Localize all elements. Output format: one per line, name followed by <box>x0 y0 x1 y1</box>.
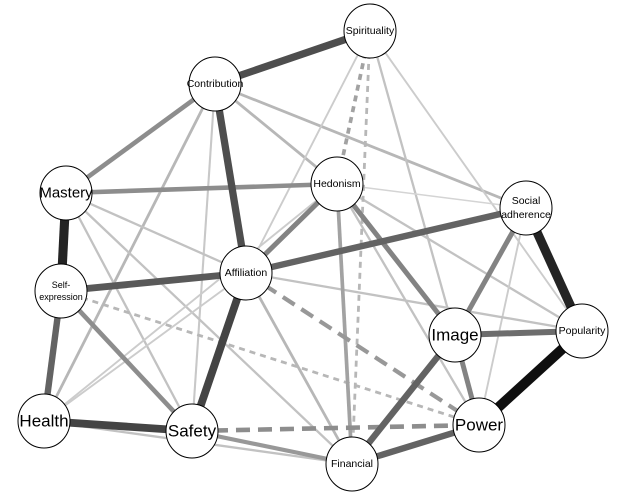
edge-hedonism-financial <box>335 183 354 465</box>
node-image[interactable]: Image <box>428 307 482 363</box>
node-circle <box>188 56 242 112</box>
edge-selfexp-affiliation <box>60 269 247 295</box>
edge-spirituality-contribution <box>213 27 372 88</box>
node-safety[interactable]: Safety <box>165 403 219 459</box>
edge-hedonism-social <box>336 183 527 209</box>
edge-contribution-safety <box>190 83 217 432</box>
edge-affiliation-popularity <box>245 271 583 333</box>
node-health[interactable]: Health <box>17 393 71 449</box>
edge-affiliation-power <box>244 271 481 427</box>
node-circle <box>428 307 482 363</box>
edge-contribution-social <box>214 82 527 210</box>
edge-safety-power <box>191 422 480 434</box>
edge-selfexp-power <box>60 289 480 427</box>
node-label: Hedonism <box>313 178 361 190</box>
edge-contribution-mastery <box>64 82 217 195</box>
node-affiliation[interactable]: Affiliation <box>219 245 273 301</box>
node-financial[interactable]: Financial <box>325 436 379 492</box>
node-label: Social <box>512 195 541 207</box>
node-circle <box>343 3 397 59</box>
node-circle <box>34 263 88 319</box>
node-circle <box>17 393 71 449</box>
node-circle <box>219 245 273 301</box>
edge-mastery-financial <box>65 192 353 465</box>
edge-health-affiliation <box>43 272 247 422</box>
node-label: Affiliation <box>225 267 268 279</box>
edge-hedonism-power <box>336 183 480 426</box>
node-popularity[interactable]: Popularity <box>555 303 609 359</box>
node-hedonism[interactable]: Hedonism <box>310 156 364 212</box>
node-circle <box>452 397 506 453</box>
edge-spirituality-image <box>368 30 457 336</box>
node-label: Safety <box>168 422 217 441</box>
node-label: Popularity <box>559 325 606 337</box>
edge-selfexp-safety <box>59 289 194 433</box>
node-contribution[interactable]: Contribution <box>187 56 244 112</box>
edge-safety-financial <box>191 428 353 467</box>
node-social[interactable]: Social adherence <box>499 180 553 236</box>
node-circle <box>165 403 219 459</box>
node-power[interactable]: Power <box>452 397 506 453</box>
edge-health-hedonism <box>43 183 338 422</box>
node-label: Contribution <box>187 78 244 90</box>
edge-contribution-affiliation <box>211 83 250 274</box>
edge-spirituality-popularity <box>369 30 583 332</box>
node-mastery[interactable]: Mastery <box>39 165 93 221</box>
node-circle <box>310 156 364 212</box>
edge-affiliation-financial <box>244 272 354 465</box>
node-label: expression <box>39 292 83 302</box>
edge-mastery-hedonism <box>65 181 338 196</box>
node-selfexp[interactable]: Self-expression <box>34 263 88 319</box>
node-circle <box>39 165 93 221</box>
node-label: Health <box>19 412 68 431</box>
node-spirituality[interactable]: Spirituality <box>343 3 397 59</box>
node-label: Spirituality <box>346 25 395 37</box>
edge-affiliation-social <box>245 204 527 277</box>
node-label: Mastery <box>39 185 93 202</box>
edge-hedonism-image <box>335 182 457 337</box>
node-circle <box>555 303 609 359</box>
node-label: Self- <box>52 280 71 290</box>
node-label: adherence <box>501 209 551 221</box>
edge-affiliation-safety <box>188 271 250 433</box>
node-circle <box>325 436 379 492</box>
node-circle <box>499 180 553 236</box>
node-label: Image <box>431 326 478 345</box>
edges-layer <box>40 27 587 468</box>
edge-image-financial <box>349 333 458 466</box>
node-label: Power <box>455 416 504 435</box>
node-label: Financial <box>331 458 373 470</box>
edge-hedonism-popularity <box>336 183 583 332</box>
edge-mastery-affiliation <box>65 191 247 275</box>
edge-spirituality-affiliation <box>245 30 371 274</box>
